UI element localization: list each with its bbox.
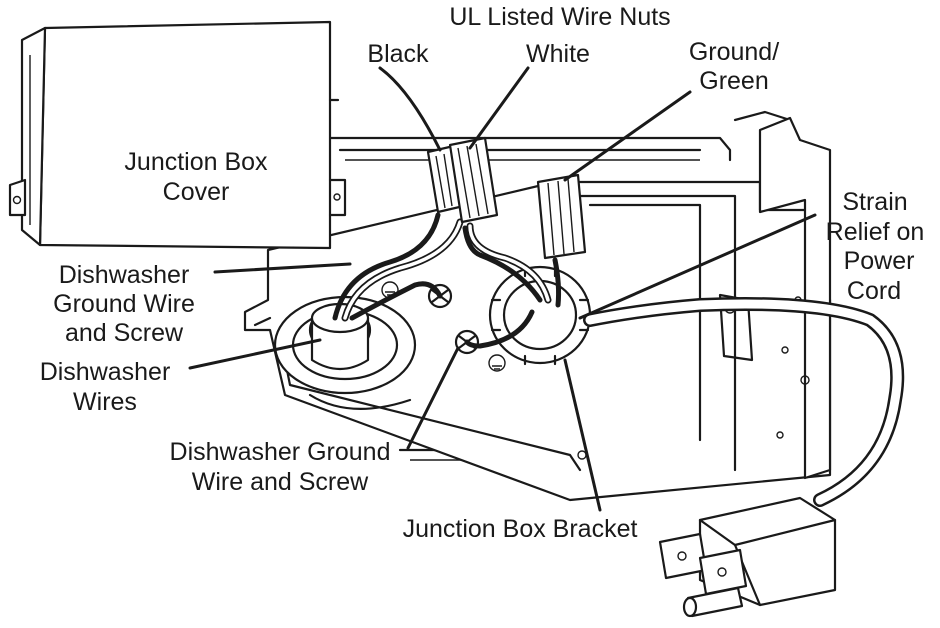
label-cover-line2: Cover: [163, 178, 230, 206]
label-ground-line1: Ground/: [689, 38, 779, 66]
labels: UL Listed Wire Nuts Black White Ground/ …: [40, 3, 925, 543]
wires: [332, 212, 562, 349]
label-dw-ground2-line2: Wire and Screw: [192, 468, 369, 496]
label-strain-line3: Power: [844, 247, 915, 275]
power-plug: [658, 496, 837, 618]
label-cover-line1: Junction Box: [124, 148, 268, 176]
wire-nut-white: [448, 136, 499, 224]
label-black: Black: [367, 40, 429, 68]
label-dw-ground-line1: Dishwasher: [59, 261, 190, 289]
label-strain-line1: Strain: [842, 188, 907, 216]
label-dw-wires-line1: Dishwasher: [40, 358, 171, 386]
label-bracket: Junction Box Bracket: [403, 515, 638, 543]
wire-nut-ground: [536, 173, 587, 260]
label-dw-ground-line3: and Screw: [65, 319, 184, 347]
leader-lines: [188, 66, 817, 512]
label-ground-line2: Green: [699, 67, 768, 95]
label-white: White: [526, 40, 590, 68]
label-dw-wires-line2: Wires: [73, 388, 137, 416]
dishwasher-wire-entry: [273, 295, 417, 410]
junction-box-cover: [8, 20, 347, 250]
label-dw-ground2-line1: Dishwasher Ground: [170, 438, 391, 466]
label-strain-line4: Cord: [847, 277, 901, 305]
power-cord: [583, 297, 905, 507]
label-wire-nuts: UL Listed Wire Nuts: [449, 3, 670, 31]
label-strain-line2: Relief on: [826, 218, 925, 246]
label-dw-ground-line2: Ground Wire: [53, 290, 195, 318]
